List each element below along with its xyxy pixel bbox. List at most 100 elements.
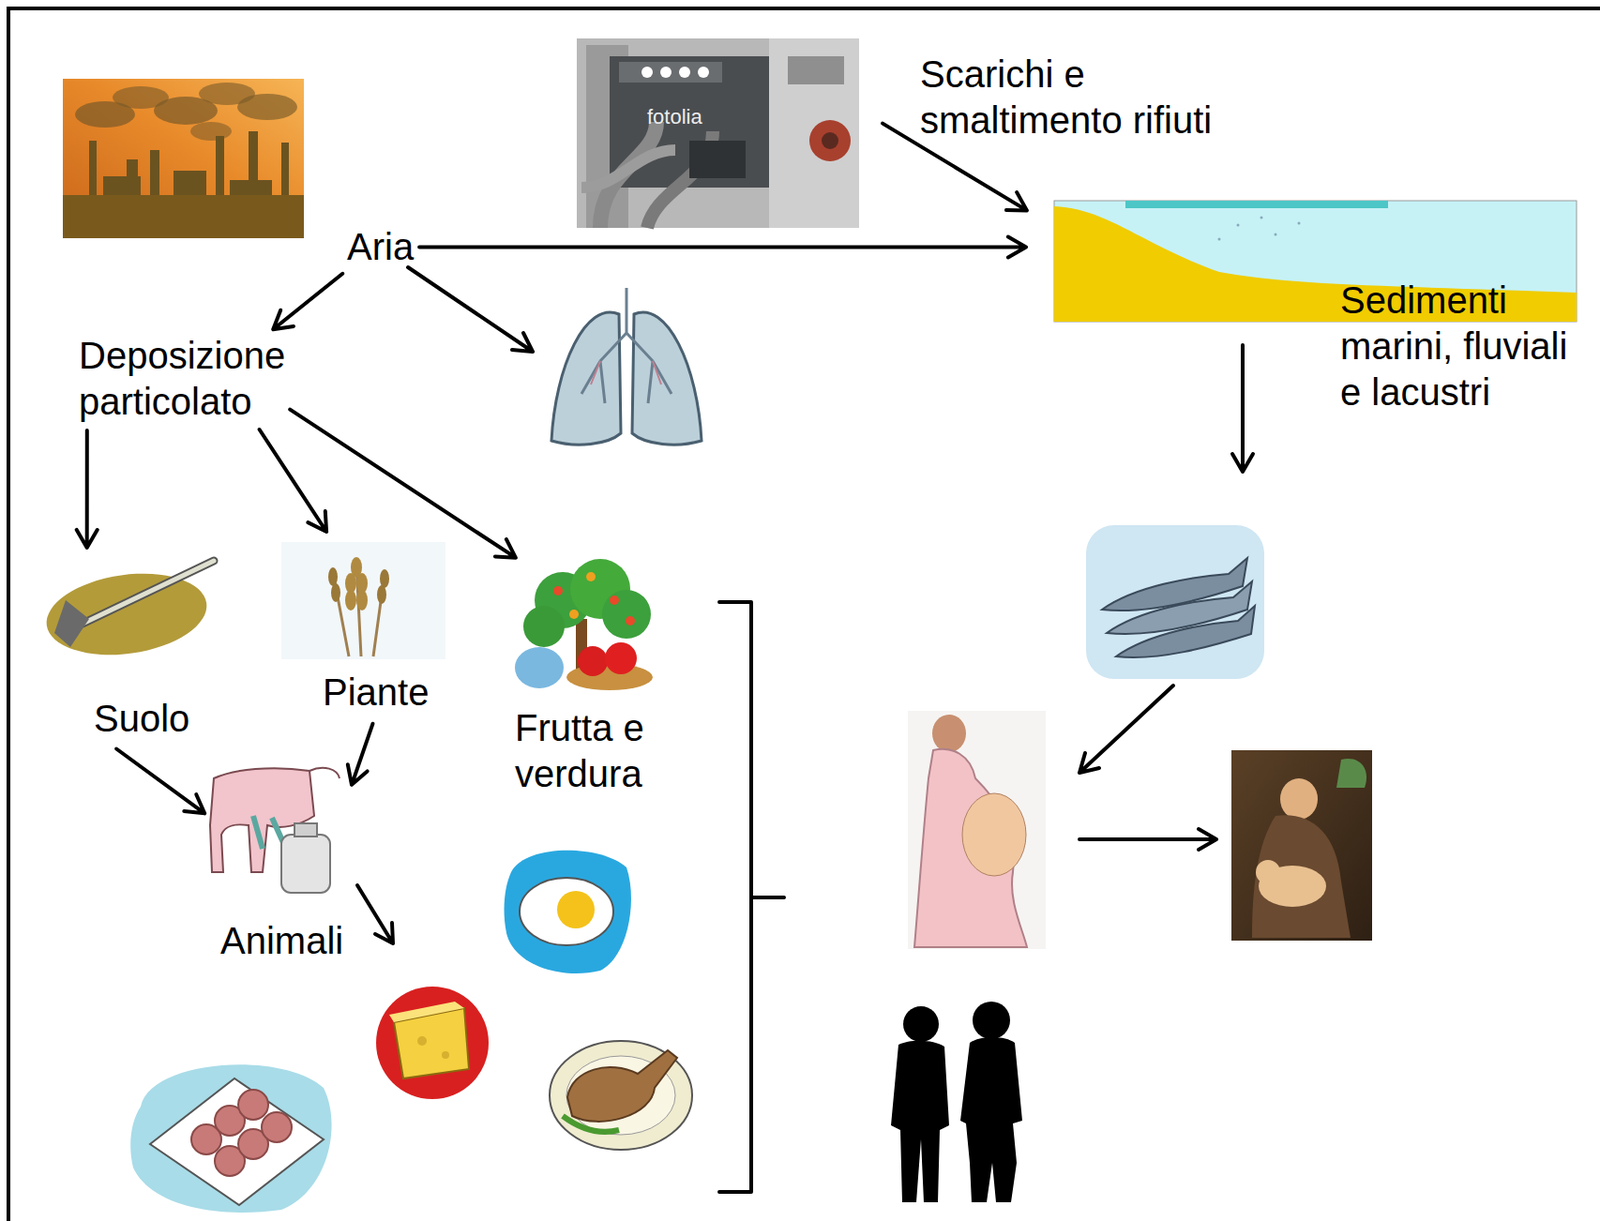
truck-photo-part <box>641 66 653 78</box>
watermark: fotolia <box>647 105 703 129</box>
watermark-box: fotolia <box>647 105 703 130</box>
mother-child-painting-part <box>1255 860 1281 885</box>
connector-arrow <box>419 237 1027 258</box>
cheese-icon-part <box>389 1001 465 1023</box>
egg-icon-part <box>504 850 632 974</box>
connector-arrow <box>289 409 516 559</box>
chicken-plate-icon-part <box>562 1116 619 1133</box>
static-arrows-part <box>1079 829 1217 850</box>
people-silhouettes-part <box>890 1041 950 1203</box>
egg-icon-part <box>519 877 614 946</box>
egg-icon <box>504 850 632 974</box>
medium-node: Suolo <box>45 553 225 746</box>
cow-milk-icon-part <box>294 823 317 837</box>
hoe-soil-icon-part <box>82 560 214 624</box>
factory-picture-part <box>215 135 225 197</box>
static-arrows-part <box>357 885 393 944</box>
wheat-icon-part <box>356 589 368 611</box>
fruit-tree-icon-part <box>609 595 619 605</box>
factory-picture-part <box>173 170 207 199</box>
fruit-tree-icon <box>514 558 653 691</box>
medium-node: Piante <box>275 536 450 719</box>
truck-photo-part <box>689 140 746 179</box>
factory-picture-part <box>150 150 160 197</box>
pregnant-woman-icon-part <box>932 714 967 753</box>
pregnant-woman-icon-part <box>914 749 1027 948</box>
salami-icon-part <box>150 1078 324 1206</box>
water-body-section-part <box>1298 222 1301 226</box>
truck-photo-part <box>581 150 676 188</box>
pregnant-woman-icon <box>907 710 1046 950</box>
mother-child-painting-part <box>1252 815 1351 938</box>
people-silhouettes-part <box>972 1001 1011 1040</box>
lungs-icon-part <box>551 312 621 445</box>
people-silhouettes-part <box>903 1006 939 1042</box>
fruit-tree-icon-part <box>553 586 563 596</box>
source-label: Aria <box>347 224 414 271</box>
connector-arrow <box>116 749 205 815</box>
cheese-icon-part <box>441 1051 450 1059</box>
truck-photo <box>576 38 860 228</box>
node-text: Deposizione particolato <box>78 332 286 425</box>
node-text: Sedimenti marini, fluviali e lacustri <box>1340 277 1594 416</box>
static-arrows-part <box>1232 345 1253 472</box>
node-text: Animali <box>220 918 350 965</box>
node-text: Suolo <box>93 695 225 742</box>
mother-child-painting-part <box>1231 750 1373 941</box>
cow-milk-icon-part <box>281 834 331 893</box>
truck-photo-part <box>769 38 860 228</box>
animal-node: Animali <box>209 761 350 967</box>
wheat-icon <box>281 542 446 660</box>
fish-icon-part <box>1086 525 1265 680</box>
fruit-tree-icon-part <box>523 605 565 648</box>
lungs-icon-part <box>590 361 662 385</box>
fruit-tree-icon-part <box>604 642 637 675</box>
factory-picture-part <box>89 140 97 197</box>
source-label: Scarichi e smaltimento rifiuti <box>877 51 1230 144</box>
salami-icon-part <box>238 1089 269 1120</box>
water-body-section-part <box>1260 216 1264 220</box>
factory-picture-part <box>62 195 304 239</box>
people-silhouettes-part <box>960 1037 1023 1203</box>
factory-picture-part <box>237 93 298 121</box>
lungs-icon-part <box>632 312 702 445</box>
connector-arrow <box>259 429 328 532</box>
cheese-icon-part <box>376 986 489 1100</box>
water-body-section-part <box>1125 200 1389 209</box>
factory-picture-part <box>62 78 304 239</box>
wheat-icon-part <box>328 567 338 587</box>
truck-photo-part <box>576 38 860 228</box>
fruit-tree-icon-part <box>514 647 564 689</box>
sink-region: Sedimenti marini, fluviali e lacustri <box>1031 187 1596 423</box>
connector-arrow <box>347 724 374 785</box>
salami-icon <box>130 1064 332 1213</box>
node-text: Frutta e verdura <box>514 705 656 798</box>
egg-icon-part <box>557 890 595 929</box>
truck-photo-part <box>618 61 723 83</box>
fish-icon <box>1086 525 1265 680</box>
chicken-plate-icon-part <box>549 1041 693 1150</box>
salami-icon-part <box>130 1064 332 1213</box>
food-node: Frutta e verdura <box>506 560 662 801</box>
frame <box>8 8 1600 1221</box>
fruit-tree-icon-part <box>586 572 596 582</box>
fish-icon-part <box>1116 605 1255 658</box>
truck-photo-part <box>821 132 839 150</box>
connector-arrow <box>272 273 343 330</box>
connector-arrow <box>76 430 98 548</box>
fruit-tree-icon-part <box>602 589 651 639</box>
hoe-soil-icon <box>41 560 214 665</box>
wheat-icon-part <box>377 585 387 604</box>
truck-photo-part <box>660 66 672 78</box>
factory-picture-part <box>281 142 289 197</box>
water-body-section-part <box>1274 233 1278 237</box>
wheat-icon-part <box>345 589 357 611</box>
node-text: Piante <box>322 669 450 716</box>
truck-photo-part <box>697 66 710 78</box>
fruit-tree-icon-part <box>577 646 608 677</box>
truck-photo-part <box>787 56 845 85</box>
hoe-soil-icon-part <box>82 560 214 624</box>
